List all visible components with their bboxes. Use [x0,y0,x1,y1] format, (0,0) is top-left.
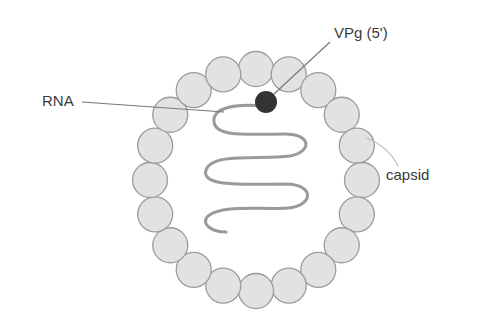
capsid-subunit [153,228,188,263]
capsid-subunit [239,274,274,309]
part-label: capsid [386,166,429,184]
capsid-subunit [206,57,241,92]
capsid-subunit [324,97,359,132]
capsid-subunit [138,128,173,163]
capsid-subunit [138,197,173,232]
capsid-ring [133,52,380,309]
part-label: VPg (5') [334,24,388,42]
leader-line [82,102,224,112]
capsid-subunit [239,52,274,87]
capsid-subunit [339,197,374,232]
capsid-subunit [271,268,306,303]
capsid-subunit [133,163,168,198]
part-label: RNA [42,92,74,110]
capsid-subunit [339,128,374,163]
leader-line [366,138,398,166]
vpg-protein [255,91,277,113]
leader-line [274,42,330,94]
rna-strand [205,105,307,232]
capsid-subunit [345,163,380,198]
